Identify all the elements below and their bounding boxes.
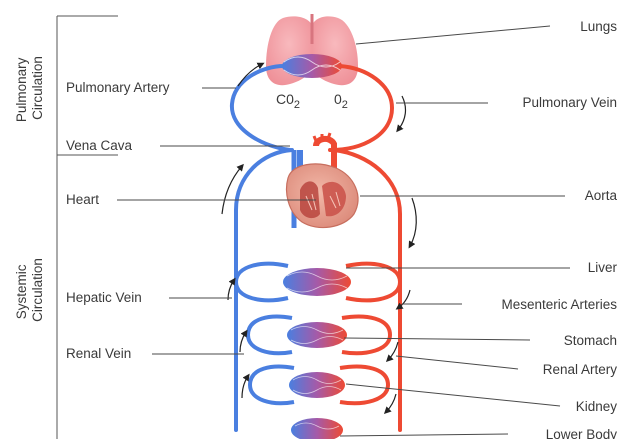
liver-label: Liver xyxy=(588,260,618,275)
systemic-circulation-label: Systemic Circulation xyxy=(14,258,45,322)
renal-artery-label: Renal Artery xyxy=(543,362,618,377)
organ-loops xyxy=(236,264,400,439)
renal-vein-label: Renal Vein xyxy=(66,346,131,361)
hepatic-vein-label: Hepatic Vein xyxy=(66,290,142,305)
stomach-capillary-bed xyxy=(287,322,347,348)
leader-lines xyxy=(117,26,570,436)
vena-cava-label: Vena Cava xyxy=(66,138,133,153)
pulmonary-circulation-label: Pulmonary Circulation xyxy=(14,54,45,122)
pulmonary-loop xyxy=(232,54,392,150)
pulmonary-vein-label: Pulmonary Vein xyxy=(522,95,617,110)
stomach-label: Stomach xyxy=(564,333,617,348)
lower-body-label: Lower Body xyxy=(546,427,618,439)
kidney-label: Kidney xyxy=(576,399,618,414)
o2-label: 02 xyxy=(334,91,348,111)
lungs-label: Lungs xyxy=(580,19,617,34)
lower-body-capillary-bed xyxy=(291,418,343,439)
mesenteric-arteries-label: Mesenteric Arteries xyxy=(501,297,617,312)
kidney-capillary-bed xyxy=(289,372,345,398)
flow-arrows xyxy=(222,64,416,412)
co2-label: C02 xyxy=(276,91,300,111)
pulmonary-artery-label: Pulmonary Artery xyxy=(66,80,170,95)
aorta-label: Aorta xyxy=(585,188,618,203)
heart-label: Heart xyxy=(66,192,99,207)
liver-capillary-bed xyxy=(283,268,351,296)
